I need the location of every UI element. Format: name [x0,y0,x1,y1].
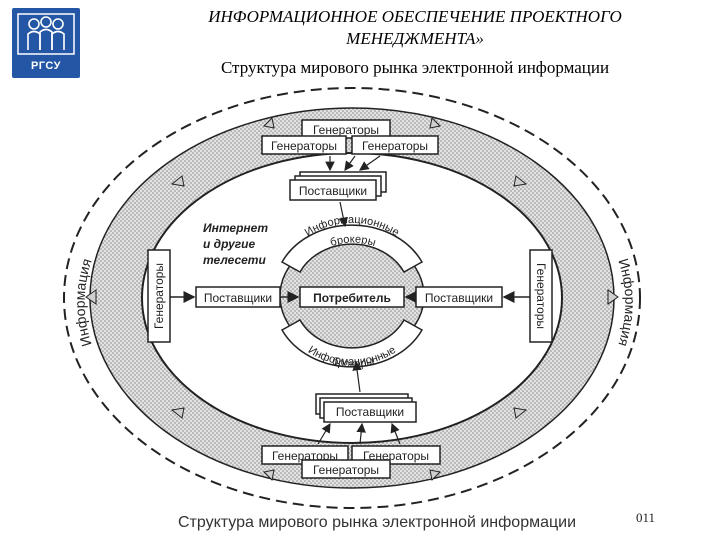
title-line-1: ИНФОРМАЦИОННОЕ ОБЕСПЕЧЕНИЕ ПРОЕКТНОГО [208,7,622,26]
info-left-label: Информация [72,256,95,348]
generators-left-label: Генераторы [152,263,166,329]
internet-line-1: Интернет [203,221,268,235]
generators-bottom-3: Генераторы [313,463,379,477]
consumer-box [299,286,405,308]
internet-line-2: и другие [203,237,256,251]
brokers-top-arc [280,224,424,274]
suppliers-top-label: Поставщики [299,184,367,198]
svg-text:телесети: телесети [203,253,266,267]
outer-dashed-ring [63,87,641,509]
generators-top-3: Генераторы [362,139,428,153]
footer-caption: Структура мирового рынка электронной инф… [178,514,577,531]
brokers-bottom-arc [280,318,424,368]
suppliers-bottom-label: Поставщики [336,405,404,419]
generators-right-box [529,249,553,343]
logo: РГСУ [12,8,80,78]
internet-line-3: телесети [203,253,266,267]
generators-right-label: Генераторы [534,263,548,329]
title-line-2: МЕНЕДЖМЕНТА» [346,29,484,48]
svg-text:Информация: Информация [72,256,95,348]
suppliers-right-label: Поставщики [425,291,493,305]
svg-text:брокеры: брокеры [329,234,377,250]
info-right-label: Информация [615,257,638,349]
logo-text: РГСУ [30,60,62,72]
page-subtitle: Структура мирового рынка электронной инф… [220,58,610,77]
brokers-top-line2: брокеры [329,234,377,250]
page-title: ИНФОРМАЦИОННОЕ ОБЕСПЕЧЕНИЕ ПРОЕКТНОГО МЕ… [150,6,680,50]
generators-top-1: Генераторы [313,123,379,137]
people-icon [17,13,75,55]
svg-text:Интернет: Интернет [203,221,268,235]
svg-text:и другие: и другие [203,237,256,251]
page-number: 011 [636,510,656,525]
svg-text:Информация: Информация [615,257,638,349]
consumer-label: Потребитель [313,291,391,305]
generators-left-box [147,249,171,343]
suppliers-left-label: Поставщики [204,291,272,305]
generators-top-2: Генераторы [271,139,337,153]
